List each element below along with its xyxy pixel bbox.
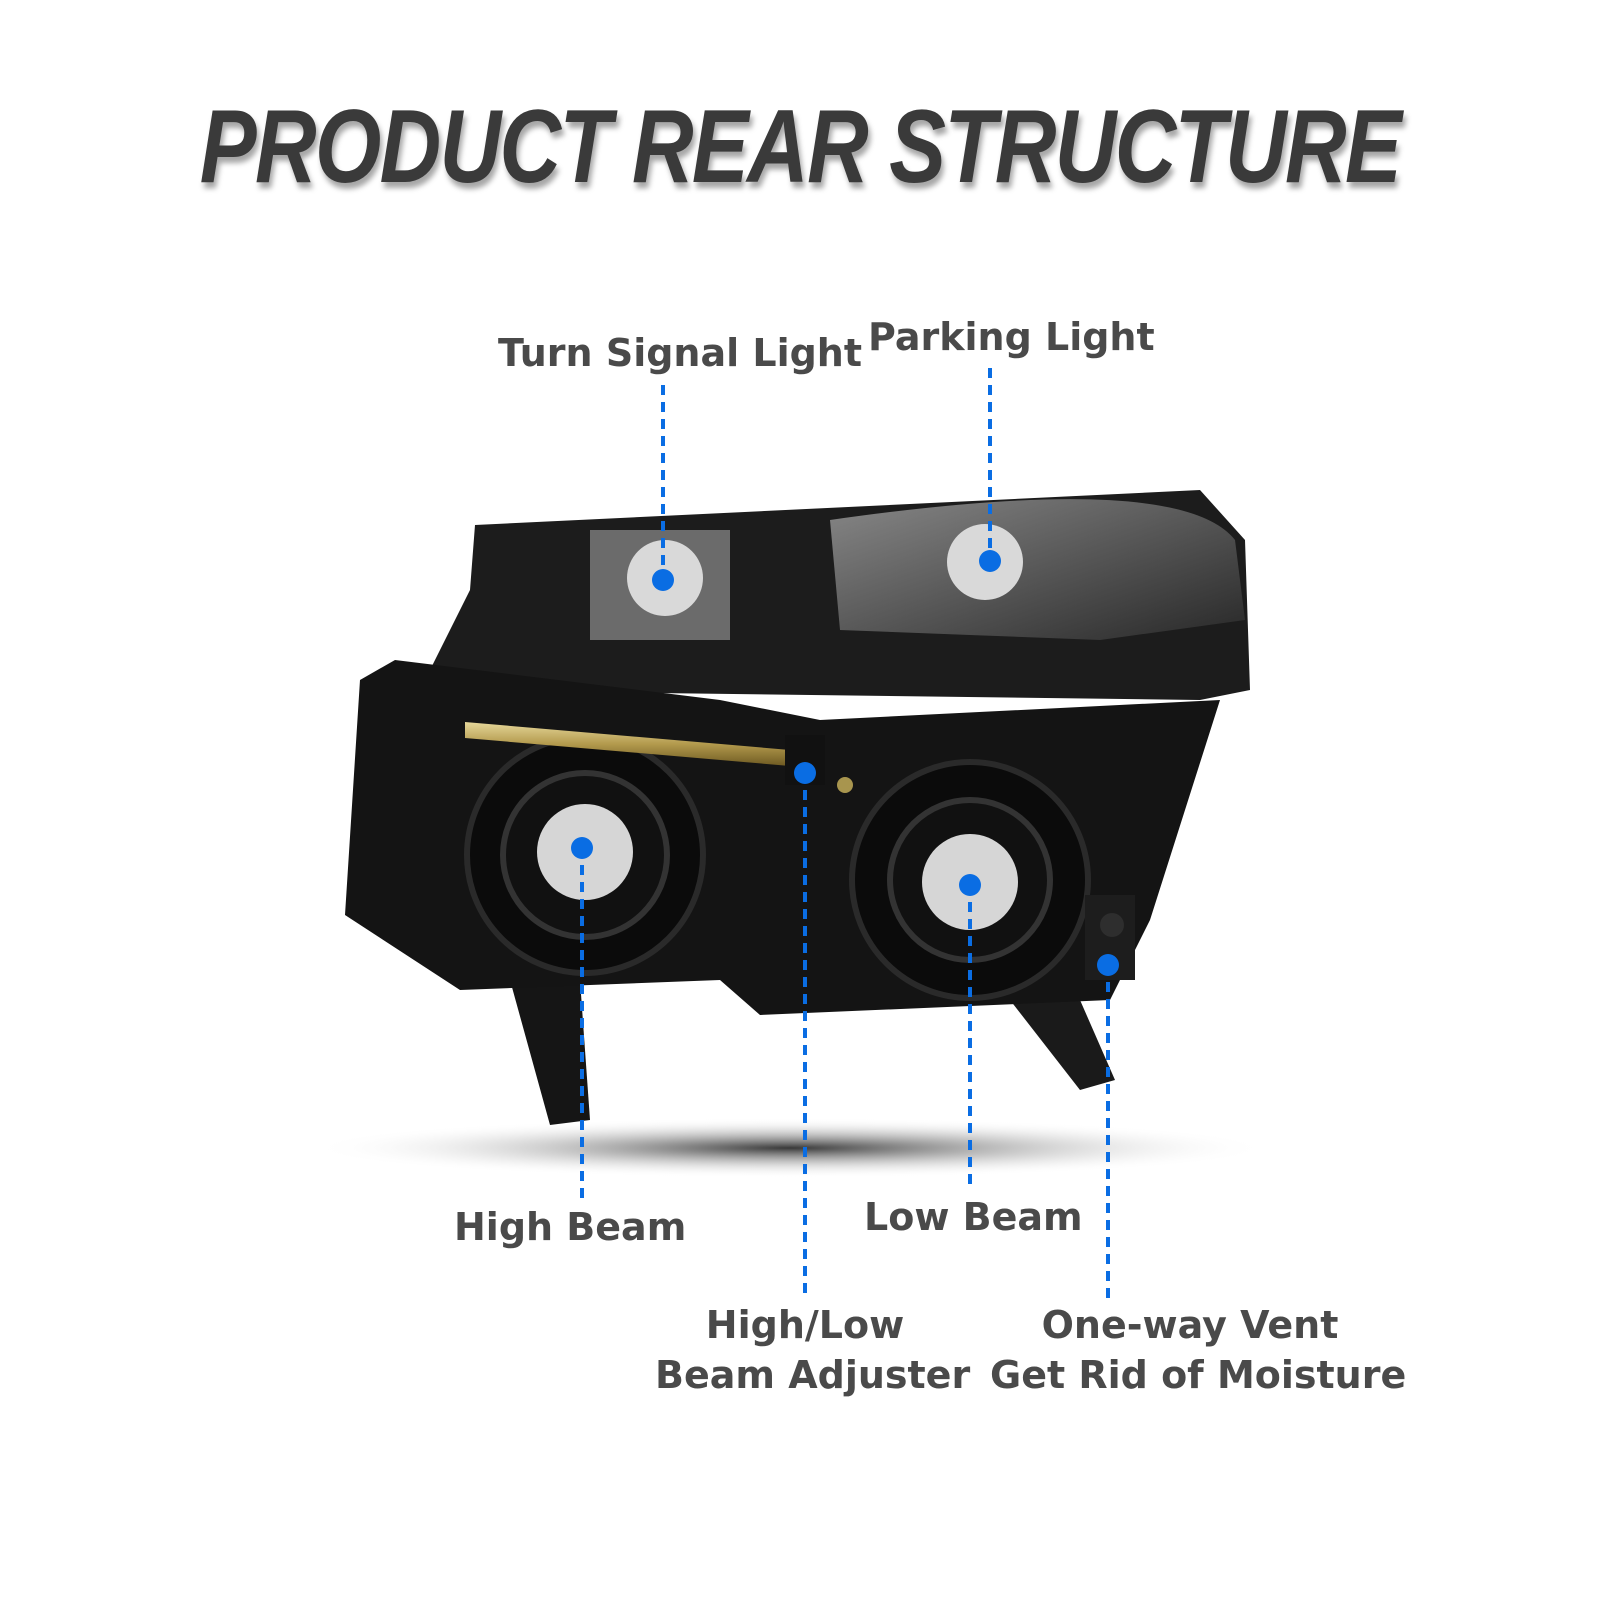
clear-lens [830,499,1245,640]
mount-leg-right [1010,1000,1115,1090]
label-parking-light: Parking Light [868,315,1155,359]
mount-leg-left [510,980,590,1125]
floor-shadow [310,1118,1270,1178]
dot-parking [979,550,1001,572]
dot-low-beam [959,874,981,896]
label-beam-adjuster: High/Low Beam Adjuster [655,1300,971,1400]
label-high-beam: High Beam [454,1205,687,1249]
adjuster-rod [465,722,790,766]
label-vent-line1: One-way Vent [1041,1303,1339,1347]
page-title: PRODUCT REAR STRUCTURE [199,89,1402,205]
dot-adjuster [794,762,816,784]
dot-turn-signal [652,569,674,591]
label-vent-line2: Get Rid of Moisture [990,1353,1407,1397]
label-low-beam: Low Beam [864,1195,1083,1239]
label-beam-adjuster-line1: High/Low [705,1303,905,1347]
dot-vent [1097,954,1119,976]
dot-high-beam [571,837,593,859]
label-turn-signal: Turn Signal Light [498,331,863,375]
label-one-way-vent: One-way Vent Get Rid of Moisture [990,1300,1407,1400]
label-beam-adjuster-line2: Beam Adjuster [655,1353,971,1397]
